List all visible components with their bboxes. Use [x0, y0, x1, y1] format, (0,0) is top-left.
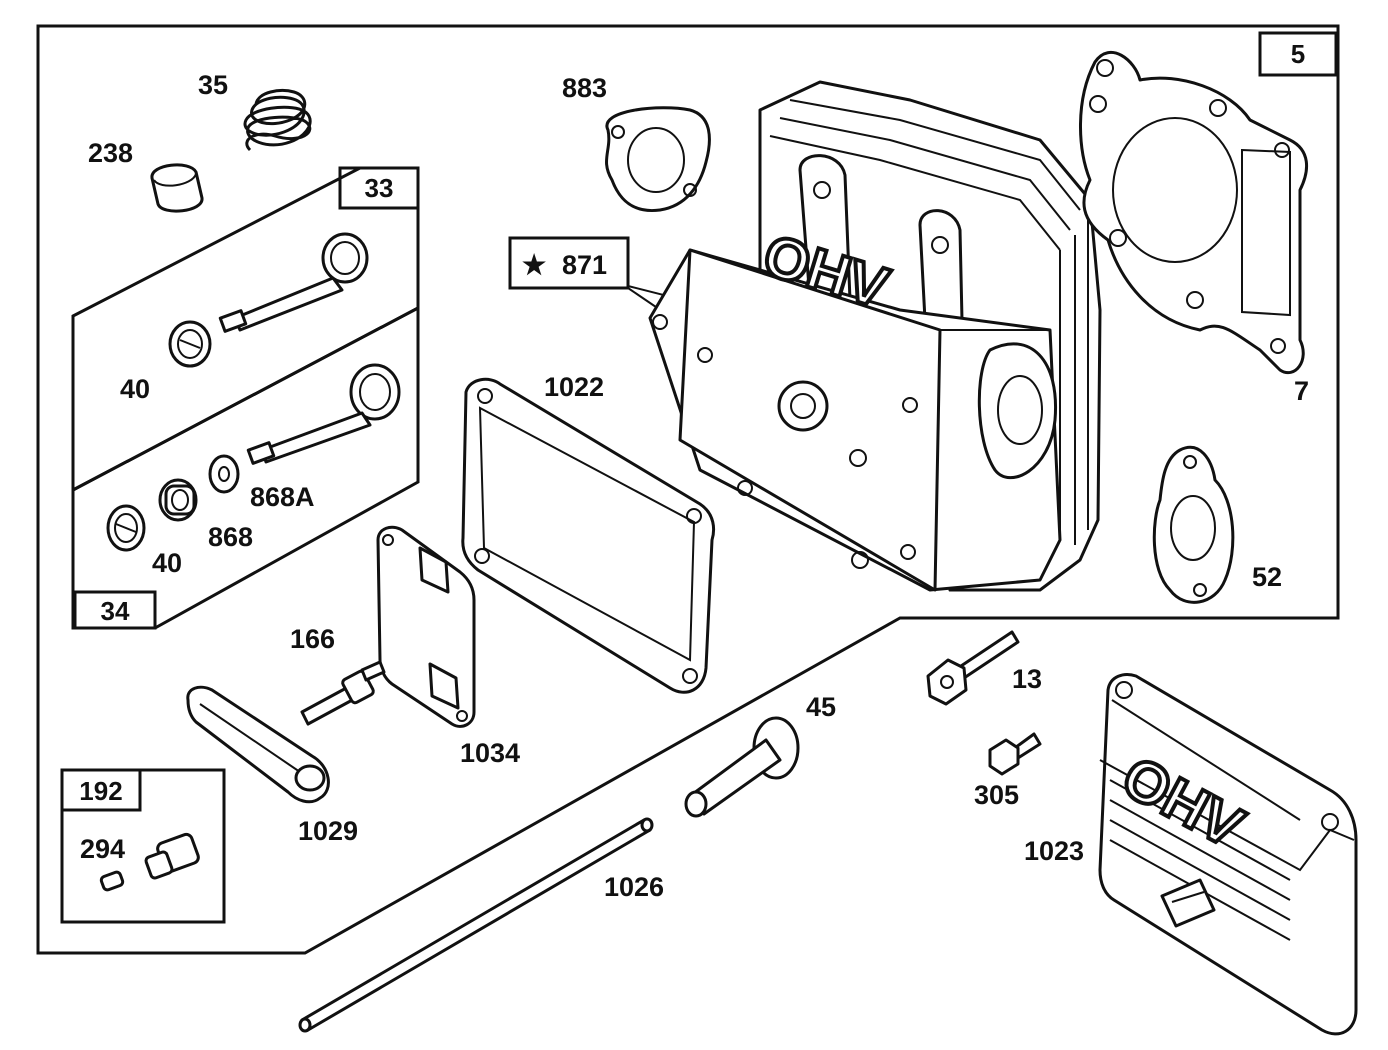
ref-label-33: 33 — [365, 173, 394, 203]
exhaust-gasket-52 — [1152, 445, 1235, 604]
valve-retainer-40-lower — [106, 504, 146, 552]
ref-label-34: 34 — [101, 596, 130, 626]
part-label-40-lower: 40 — [152, 548, 182, 578]
rocker-plate-1034 — [376, 525, 476, 728]
valve-washer-868A — [208, 454, 240, 494]
ref-label-192: 192 — [79, 776, 122, 806]
part-label-294: 294 — [80, 834, 125, 864]
part-label-1026: 1026 — [604, 872, 664, 902]
part-label-238: 238 — [88, 138, 133, 168]
valve-spring-35 — [243, 89, 312, 152]
ref-box-871 — [508, 236, 630, 290]
part-label-871: 871 — [562, 250, 607, 280]
main-assembly-frame — [36, 24, 1340, 955]
ref-box-34 — [73, 590, 157, 630]
head-gasket-7 — [1079, 50, 1309, 375]
valve-cap-238 — [150, 163, 204, 213]
ref-box-33 — [338, 166, 420, 210]
valve-kit-frame-34 — [71, 305, 420, 630]
cover-screw-305 — [988, 732, 1042, 776]
briggs-logo-icon — [1160, 878, 1216, 928]
part-label-868A: 868A — [250, 482, 315, 512]
part-label-1034: 1034 — [460, 738, 520, 768]
part-label-1023: 1023 — [1024, 836, 1084, 866]
part-label-868: 868 — [208, 522, 253, 552]
part-label-1022: 1022 — [544, 372, 604, 402]
ref-box-5 — [1258, 31, 1338, 77]
rocker-stud-166 — [300, 660, 386, 726]
part-label-40-upper: 40 — [120, 374, 150, 404]
part-label-45: 45 — [806, 692, 836, 722]
valve-cover-gasket-1022 — [461, 377, 715, 694]
valve-kit-frame-33 — [71, 166, 420, 493]
ref-label-5: 5 — [1291, 39, 1305, 69]
ref-box-192 — [60, 768, 142, 812]
part-label-166: 166 — [290, 624, 335, 654]
part-label-1029: 1029 — [298, 816, 358, 846]
cylinder-head: OHV — [648, 80, 1102, 592]
valve-retainer-40-upper — [168, 320, 212, 368]
push-rod-1026 — [298, 817, 654, 1033]
part-label-13: 13 — [1012, 664, 1042, 694]
part-label-7: 7 — [1294, 376, 1309, 406]
valve-cover-1023: OHV — [1098, 673, 1358, 1036]
intake-valve — [218, 232, 369, 333]
valve-seal-868 — [158, 478, 198, 522]
part-label-35: 35 — [198, 70, 228, 100]
part-label-883: 883 — [562, 73, 607, 103]
ref-frame-192 — [60, 768, 226, 924]
part-label-52: 52 — [1252, 562, 1282, 592]
head-bolt-13 — [926, 630, 1020, 706]
intake-gasket-883 — [605, 106, 711, 213]
exhaust-valve — [246, 363, 401, 465]
push-rod-guide-45 — [684, 716, 800, 818]
star-icon: ★ — [522, 250, 546, 280]
rocker-arm-1029 — [186, 685, 330, 804]
part-label-305: 305 — [974, 780, 1019, 810]
breather-fitting-294 — [99, 832, 200, 892]
